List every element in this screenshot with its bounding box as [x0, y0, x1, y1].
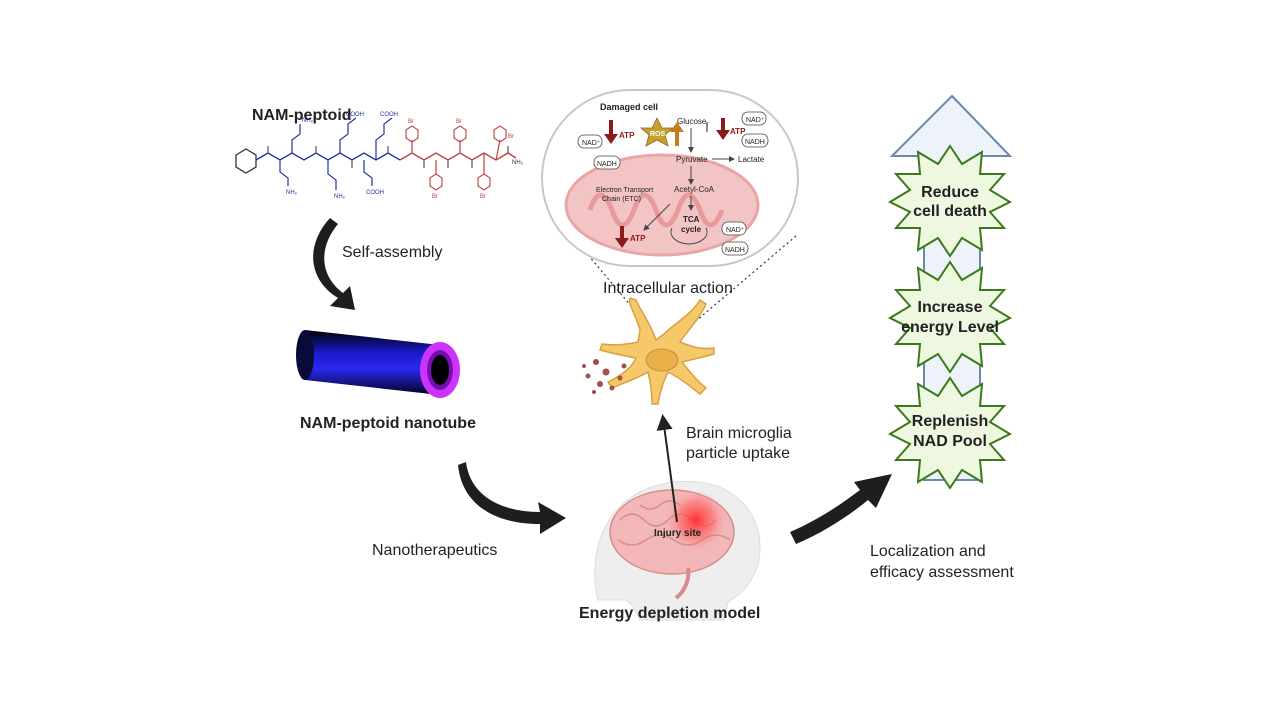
uptake-arrow [656, 414, 678, 523]
particles [582, 359, 627, 394]
svg-text:NAD⁺: NAD⁺ [726, 227, 745, 234]
nad-pill: NAD⁺ [577, 134, 603, 149]
nad-pill: NAD⁺ [721, 221, 747, 236]
svg-text:NAD⁺: NAD⁺ [746, 117, 765, 124]
chem-label-nh2: NH₂ [334, 194, 346, 200]
svg-text:ATP: ATP [630, 234, 646, 243]
burst-increase-energy [887, 260, 1013, 374]
peptoid-structure: NH₂ COOH COOH NH₂ NH₂ COOH Br Br Br Br B… [235, 112, 524, 200]
atp-down-arrow: ATP [615, 226, 646, 248]
curved-arrow-localization [790, 474, 892, 544]
chem-label-cooh: COOH [366, 190, 384, 196]
brain-head: Injury site [594, 480, 761, 621]
pyridine-ring [235, 148, 257, 174]
injury-site-label: Injury site [654, 528, 702, 539]
benzene-ring [405, 125, 419, 143]
chem-label-br: Br [408, 119, 414, 125]
benzene-ring [493, 125, 507, 143]
mitochondrion [564, 153, 760, 257]
inset-pyruvate: Pyruvate [676, 155, 708, 164]
curved-arrow-self-assembly [313, 218, 355, 310]
side-chain-blue [291, 124, 301, 153]
atp-down-arrow: ATP [716, 118, 746, 140]
side-chain-blue [279, 160, 289, 186]
chem-label-cooh: COOH [346, 112, 364, 118]
inset-lactate: Lactate [738, 155, 765, 164]
curved-arrow-nanotherapeutics [458, 462, 566, 534]
chem-label-br: Br [456, 119, 462, 125]
peptoid-backbone-blue [255, 152, 401, 161]
nadh-pill: NADH [593, 155, 621, 170]
chem-label-nh2: NH₂ [302, 118, 314, 124]
nam-peptoid-label: NAM-peptoid [252, 107, 352, 124]
chem-label-cooh: COOH [380, 112, 398, 118]
svg-text:NADH: NADH [745, 139, 765, 146]
localization-label-line1: Localization and [870, 543, 986, 560]
inset-acetyl-coa: Acetyl-CoA [674, 185, 715, 194]
side-chain-blue [375, 117, 393, 160]
localization-label-line2: efficacy assessment [870, 564, 1014, 581]
side-chain-blue [339, 117, 357, 153]
outcome-bot-line2: NAD Pool [913, 433, 987, 450]
inset-etc-1: Electron Transport [596, 187, 653, 194]
inset-tca-2: cycle [681, 225, 702, 234]
microglia-nucleus [645, 348, 679, 372]
side-chain-blue [363, 160, 373, 186]
microglia-label-line1: Brain microglia [686, 425, 792, 442]
microglia-cell [599, 297, 715, 405]
inset-tca-1: TCA [683, 215, 700, 224]
side-chain-blue [327, 160, 337, 190]
benzene-ring [429, 173, 443, 191]
outcome-top-line1: Reduce [921, 184, 979, 201]
nanotherapeutics-label: Nanotherapeutics [372, 542, 498, 559]
zoom-line-right [689, 235, 797, 327]
self-assembly-label: Self-assembly [342, 244, 443, 261]
nadh-pill: NADH [721, 241, 749, 256]
injury-glow [666, 490, 726, 550]
chem-label-br: Br [480, 194, 486, 200]
svg-text:NADH: NADH [725, 247, 745, 254]
chem-label-br: Br [508, 134, 514, 140]
chem-label-br: Br [432, 194, 438, 200]
outcome-mid-line2: energy Level [901, 319, 999, 336]
chem-label-nh2: NH₂ [286, 190, 298, 196]
ros-star: ROS [639, 117, 684, 147]
svg-text:NAD⁺: NAD⁺ [582, 140, 601, 147]
energy-model-label: Energy depletion model [579, 605, 761, 622]
peptoid-backbone-red [399, 152, 517, 161]
nadh-pill: NADH [741, 133, 769, 148]
burst-reduce-cell-death [887, 144, 1013, 258]
chem-label-nh2: NH₂ [512, 160, 524, 166]
cell-inset: Damaged cell Glucose Pyruvate Lactate Ac… [541, 89, 799, 267]
side-chain-red [495, 139, 501, 161]
nanotube [296, 330, 460, 398]
svg-text:ATP: ATP [619, 131, 635, 140]
outcome-top-line2: cell death [913, 203, 987, 220]
burst-replenish-nad [887, 376, 1013, 490]
intracellular-label: Intracellular action [603, 280, 733, 297]
benzene-ring [477, 173, 491, 191]
svg-text:ROS: ROS [650, 131, 666, 138]
benzene-ring [453, 125, 467, 143]
svg-text:ATP: ATP [730, 127, 746, 136]
microglia-label-line2: particle uptake [686, 445, 791, 462]
outcome-mid-line1: Increase [918, 299, 983, 316]
nanotube-label: NAM-peptoid nanotube [300, 415, 476, 432]
inset-title: Damaged cell [600, 102, 658, 112]
inset-glucose: Glucose [677, 117, 707, 126]
nad-pill: NAD⁺ [741, 111, 767, 126]
atp-down-arrow: ATP [604, 120, 635, 144]
inset-etc-2: Chain (ETC) [602, 196, 641, 203]
svg-text:NADH: NADH [597, 161, 617, 168]
outcome-bot-line1: Replenish [912, 413, 988, 430]
